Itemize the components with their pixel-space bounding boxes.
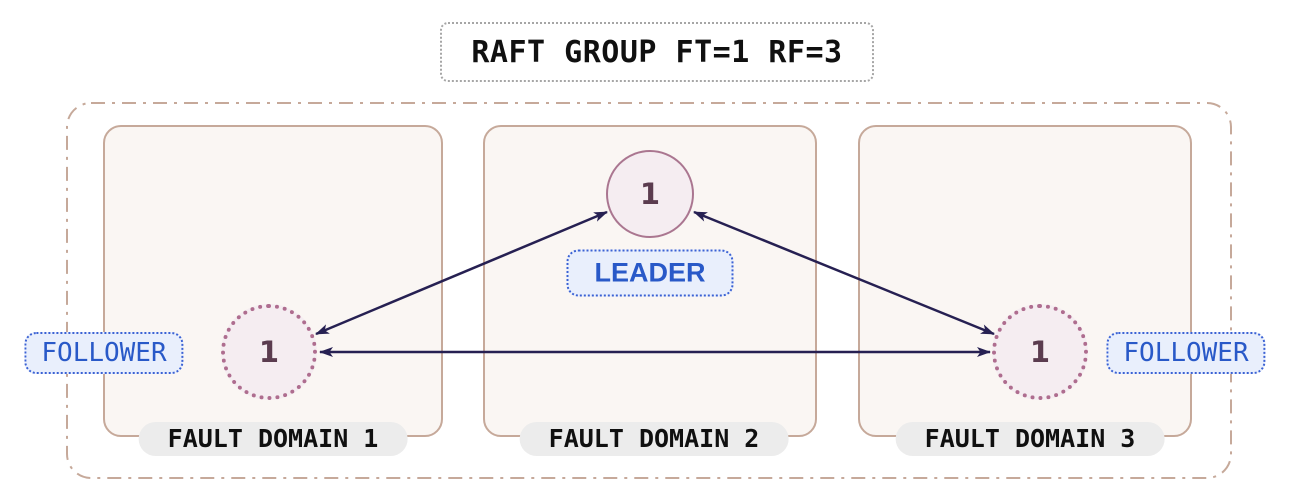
fault-domain-2-label: FAULT DOMAIN 2 <box>519 422 789 456</box>
leader-node: 1 <box>606 150 694 238</box>
follower-node-3: 1 <box>992 304 1088 400</box>
leader-role-badge: LEADER <box>566 249 734 297</box>
fault-domain-3-label: FAULT DOMAIN 3 <box>895 422 1165 456</box>
raft-group-title-box: RAFT GROUP FT=1 RF=3 <box>440 22 874 82</box>
follower-node-1: 1 <box>221 304 317 400</box>
follower-1-role-badge: FOLLOWER <box>24 332 184 374</box>
fault-domain-1-label: FAULT DOMAIN 1 <box>138 422 408 456</box>
follower-node-3-value: 1 <box>1029 335 1051 369</box>
follower-node-1-value: 1 <box>258 335 280 369</box>
raft-group-title: RAFT GROUP FT=1 RF=3 <box>471 34 843 70</box>
connection-follower1-leader <box>315 210 608 336</box>
follower-1-role-label: FOLLOWER <box>41 338 167 368</box>
leader-role-label: LEADER <box>594 257 706 288</box>
leader-node-value: 1 <box>639 177 661 211</box>
connection-leader-follower3 <box>693 210 995 336</box>
follower-3-role-label: FOLLOWER <box>1123 338 1249 368</box>
raft-group-container-border <box>66 102 1232 479</box>
follower-3-role-badge: FOLLOWER <box>1106 332 1266 374</box>
